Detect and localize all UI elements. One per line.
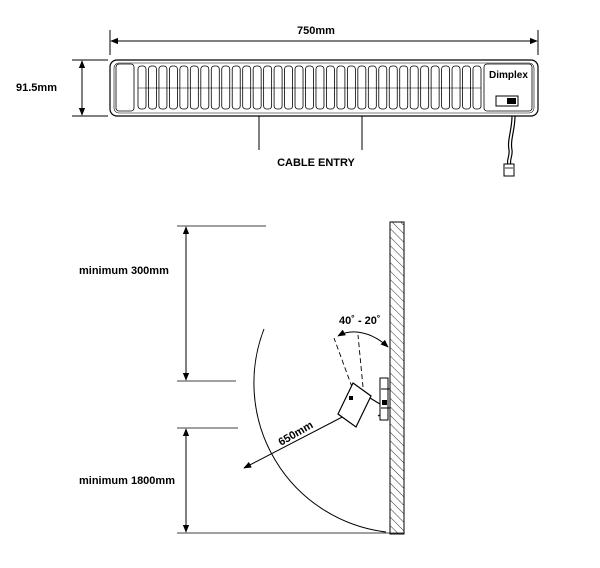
cable-entry-label: CABLE ENTRY: [277, 157, 355, 169]
grille-slat: [420, 65, 430, 110]
grille-slat: [231, 65, 241, 110]
grille-slat: [284, 65, 293, 110]
heater-end-cap-left: [115, 63, 135, 112]
grille-slat: [367, 65, 377, 110]
grille-slat: [210, 65, 220, 110]
heater-control-panel: [483, 63, 533, 112]
grille-slat: [451, 65, 461, 110]
wall: [389, 221, 405, 535]
grille-slat: [221, 65, 231, 110]
grille-slat: [462, 65, 471, 110]
grille-slat: [263, 65, 273, 110]
grille-slat: [158, 65, 168, 110]
grille-slat: [357, 65, 367, 110]
grille-slat: [148, 65, 157, 110]
top-clearance-label: minimum 300mm: [79, 265, 169, 277]
heater-inner-frame: [113, 62, 535, 114]
grille-slat: [378, 65, 388, 110]
heater-unit-side: [337, 382, 385, 428]
grille-slat: [430, 65, 440, 110]
grille-slat: [179, 65, 189, 110]
grille-slat: [399, 65, 409, 110]
grille-slat: [315, 65, 325, 110]
grille-slat: [326, 65, 335, 110]
grille-slat: [189, 65, 199, 110]
tilt-ref-line-20: [357, 334, 364, 388]
bottom-clearance-label: minimum 1800mm: [79, 475, 175, 487]
grille-slat: [273, 65, 283, 110]
grille-slat: [441, 65, 450, 110]
grille-slat: [200, 65, 210, 110]
heater-front-view: 750mm 91.5mm Dimplex CABLE ENTRY: [16, 25, 539, 177]
radius-dimension: [243, 412, 351, 469]
tilt-ref-line-40: [333, 337, 353, 388]
power-switch: [495, 95, 519, 107]
grille-slat: [252, 65, 262, 110]
installation-side-view: minimum 300mm minimum 1800mm 650mm 40˚ -…: [79, 221, 405, 535]
heater-grille: [137, 65, 482, 110]
height-label: 91.5mm: [16, 82, 57, 94]
grille-slat: [137, 65, 147, 110]
grille-slat: [472, 65, 482, 110]
grille-slat: [388, 65, 398, 110]
grille-slat: [242, 65, 252, 110]
grille-slat: [294, 65, 304, 110]
grille-slat: [169, 65, 178, 110]
heating-zone-arc: [253, 328, 387, 533]
tilt-angle-arc: [337, 329, 389, 348]
grille-slat: [346, 65, 356, 110]
grille-slat: [336, 65, 346, 110]
tilt-range-label: 40˚ - 20˚: [339, 315, 381, 327]
grille-slat: [409, 65, 419, 110]
grille-slat: [305, 65, 314, 110]
width-label: 750mm: [297, 25, 335, 37]
brand-logo: Dimplex: [489, 70, 528, 81]
power-cord: [503, 115, 516, 177]
wall-bracket: [379, 377, 390, 421]
